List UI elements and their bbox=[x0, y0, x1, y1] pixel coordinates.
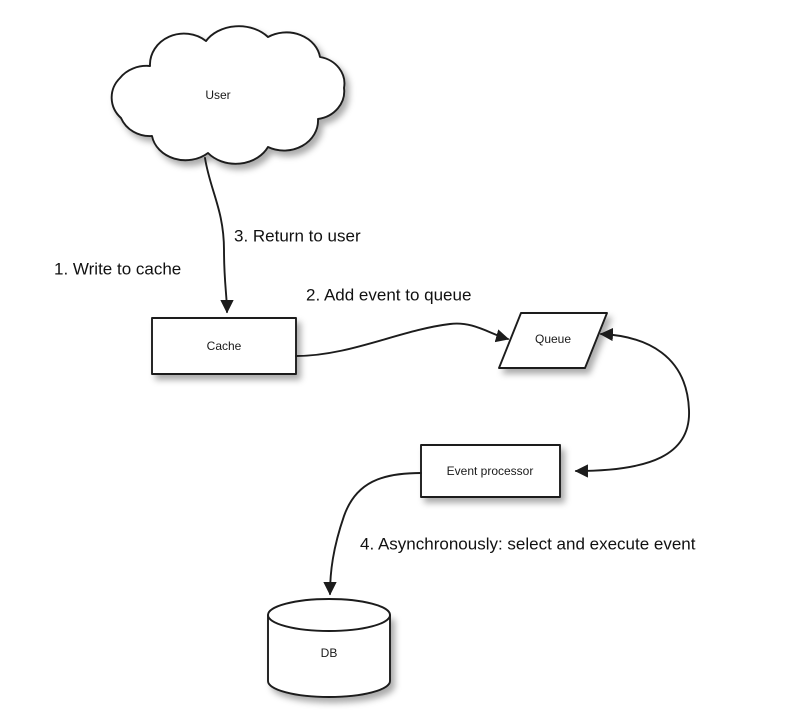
step-label-1: 1. Write to cache bbox=[54, 259, 181, 278]
node-user[interactable]: User bbox=[110, 25, 346, 165]
node-user-label: User bbox=[205, 88, 230, 102]
step-label-4: 4. Asynchronously: select and execute ev… bbox=[360, 534, 696, 553]
node-cache[interactable]: Cache bbox=[151, 317, 297, 375]
node-event-processor-label: Event processor bbox=[447, 464, 534, 478]
edge-processor-to-db bbox=[323, 472, 422, 596]
edge-cache-to-queue bbox=[295, 322, 510, 357]
step-label-2: 2. Add event to queue bbox=[306, 285, 471, 304]
edge-processor-to-queue bbox=[574, 327, 690, 478]
step-label-3: 3. Return to user bbox=[234, 226, 361, 245]
node-queue[interactable]: Queue bbox=[498, 312, 608, 369]
node-db-label: DB bbox=[321, 646, 338, 660]
edge-user-to-cache bbox=[204, 157, 234, 314]
node-queue-label: Queue bbox=[535, 332, 571, 346]
node-event-processor[interactable]: Event processor bbox=[420, 444, 561, 498]
node-cache-label: Cache bbox=[207, 339, 242, 353]
node-db[interactable]: DB bbox=[267, 598, 391, 698]
